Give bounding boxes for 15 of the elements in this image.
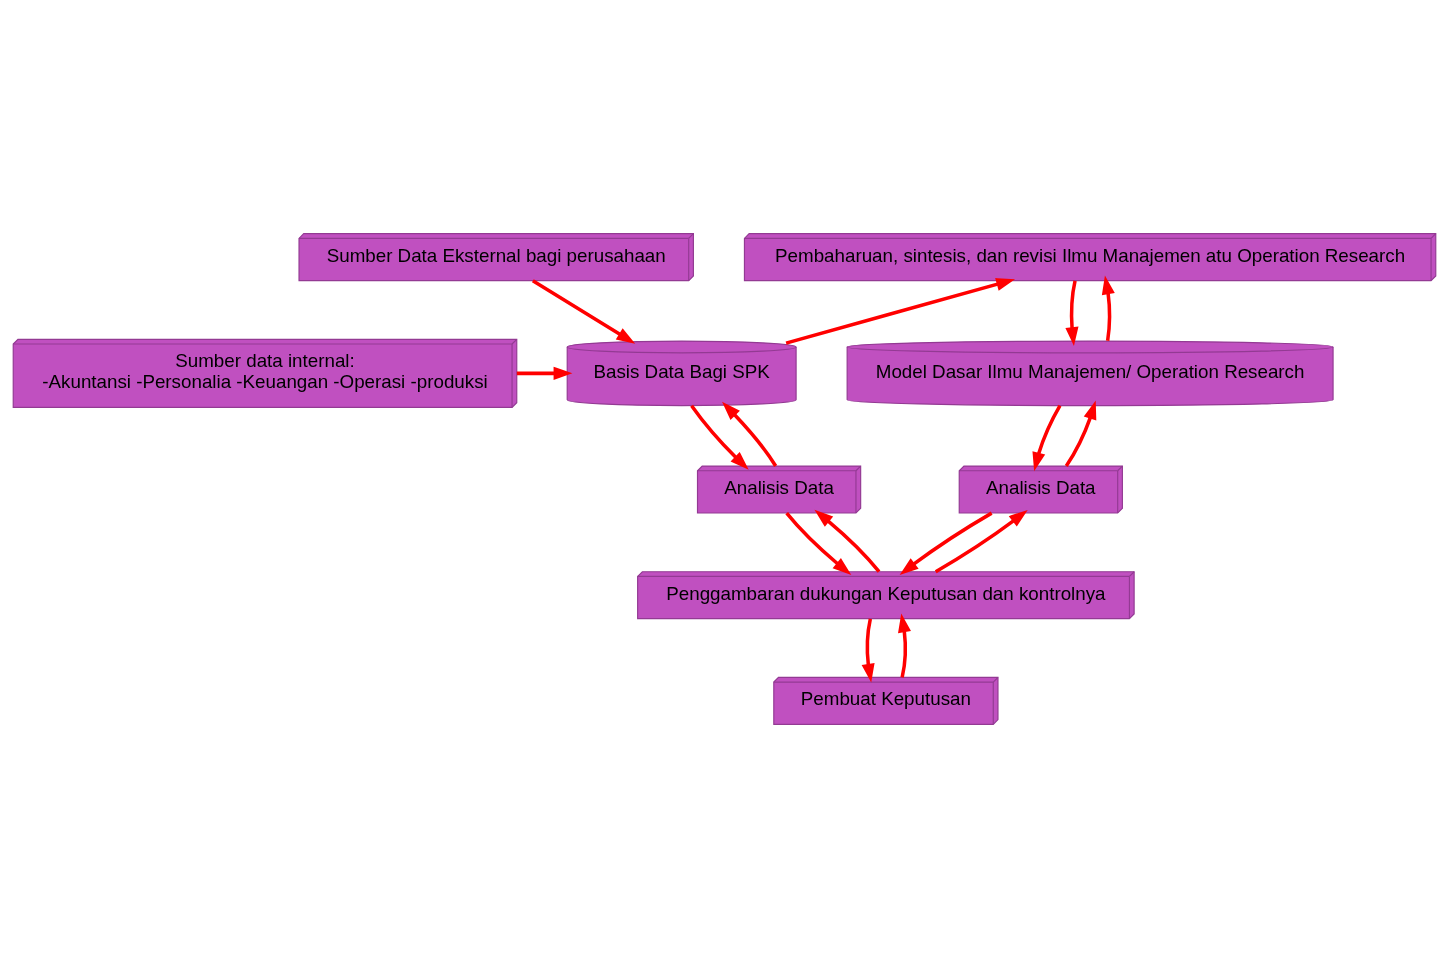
arrow: [722, 401, 778, 467]
arrow: [690, 404, 749, 470]
arrow: [785, 512, 852, 576]
arrow: [899, 511, 993, 575]
arrow: [516, 366, 573, 380]
arrow: [814, 509, 881, 573]
arrow: [1032, 404, 1062, 472]
arrow: [785, 277, 1016, 345]
arrow: [898, 613, 911, 678]
arrow: [531, 279, 636, 344]
arrow: [861, 618, 875, 683]
arrow: [1064, 400, 1097, 467]
arrow: [1101, 275, 1115, 341]
arrow: [1065, 280, 1079, 346]
arrow: [934, 509, 1028, 574]
